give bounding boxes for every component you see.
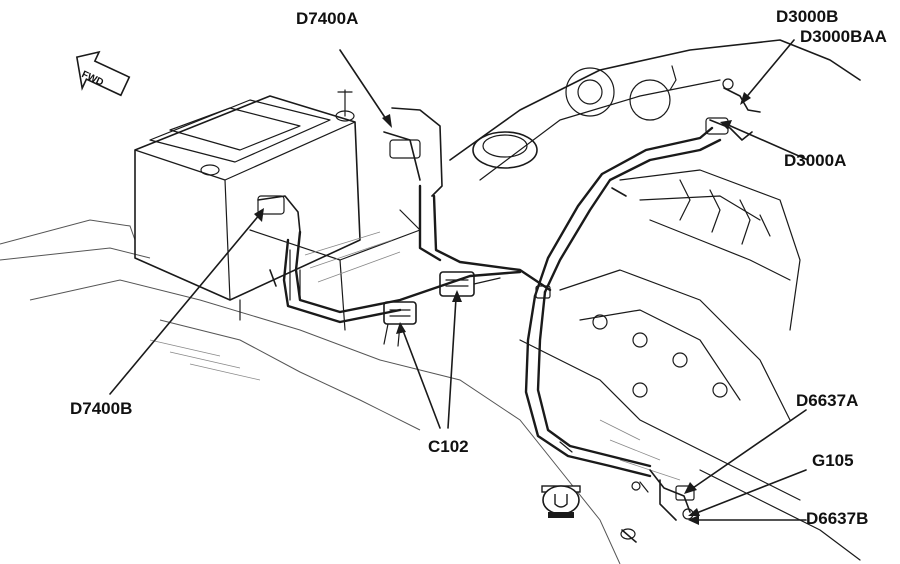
negative-cable — [257, 195, 522, 324]
label-d3000b: D3000B — [776, 7, 839, 26]
engine-bay-outline — [0, 219, 621, 564]
engine — [449, 39, 861, 561]
label-d6637a: D6637A — [796, 391, 859, 410]
c102-connectors — [383, 271, 501, 347]
ground-bolt — [621, 529, 637, 543]
label-c102: C102 — [428, 437, 469, 456]
battery-tray — [249, 209, 421, 331]
label-d6637b: D6637B — [806, 509, 869, 528]
label-d7400b: D7400B — [70, 399, 133, 418]
ground-strap — [620, 469, 695, 543]
battery — [134, 89, 361, 321]
view-indicator-icon — [541, 485, 581, 518]
engine-harness — [524, 126, 722, 478]
label-d7400a: D7400A — [296, 9, 359, 28]
d3000-connectors — [669, 65, 761, 141]
label-g105: G105 — [812, 451, 854, 470]
label-d3000baa: D3000BAA — [800, 27, 887, 46]
forward-arrow-icon — [75, 50, 131, 97]
label-d3000a: D3000A — [784, 151, 847, 170]
positive-cable — [383, 107, 552, 292]
leader-arrows — [109, 39, 809, 525]
